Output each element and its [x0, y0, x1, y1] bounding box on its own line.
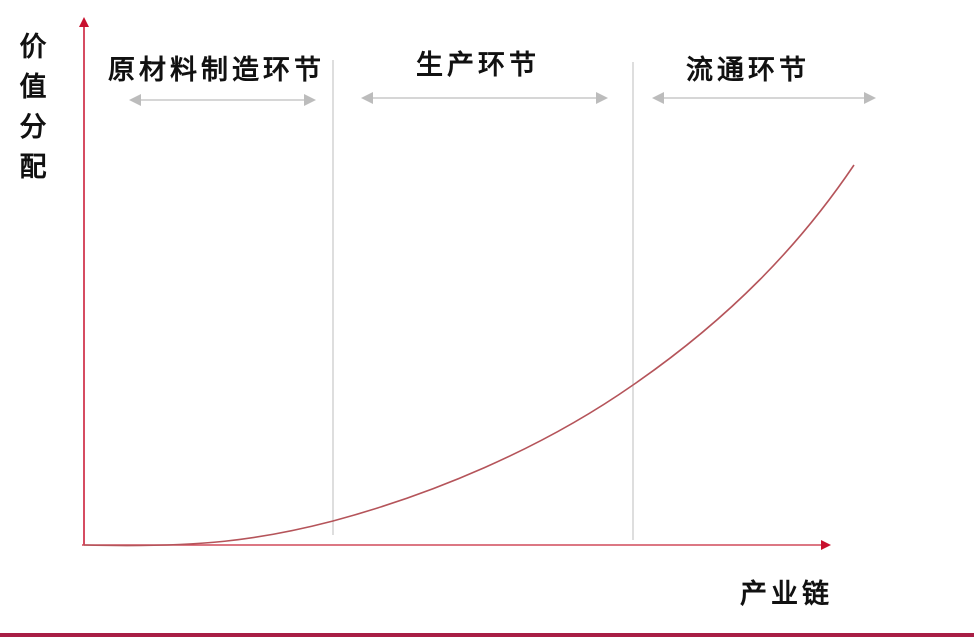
stage-label-circulation: 流通环节: [686, 55, 810, 86]
stage-label-raw-material: 原材料制造环节: [108, 55, 325, 86]
y-axis-label-char: 分: [19, 112, 47, 143]
bottom-rule: [0, 633, 974, 637]
y-axis-label: 价 值 分 配: [17, 28, 49, 188]
stage-label-production: 生产环节: [416, 50, 540, 81]
value-curve: [83, 164, 855, 547]
y-axis-label-char: 价: [19, 32, 47, 63]
y-axis-label-char: 值: [19, 72, 47, 103]
x-axis-label: 产业链: [740, 579, 833, 610]
y-axis-label-char: 配: [19, 152, 47, 183]
